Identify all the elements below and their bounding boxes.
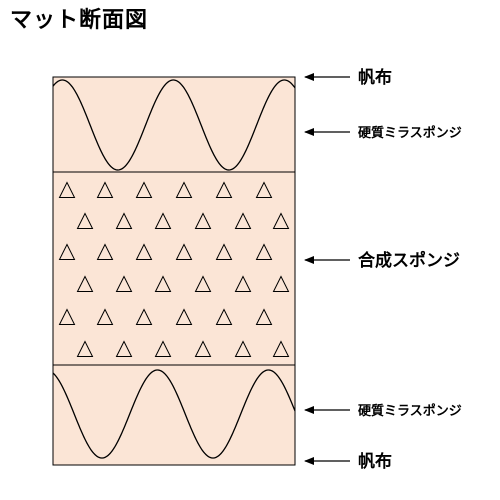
triangle-icon bbox=[115, 275, 133, 292]
triangle-icon bbox=[58, 243, 76, 260]
triangle-icon bbox=[96, 243, 114, 260]
middle-layer-fill bbox=[52, 171, 296, 366]
triangle-icon bbox=[255, 243, 273, 260]
triangle-icon bbox=[272, 212, 290, 229]
triangle-icon bbox=[154, 340, 172, 357]
triangle-pattern bbox=[58, 181, 290, 357]
bottom-layer-fill bbox=[52, 364, 296, 466]
triangle-icon bbox=[215, 243, 233, 260]
label-synthetic-sponge: 合成スポンジ bbox=[358, 250, 460, 271]
triangle-icon bbox=[135, 308, 153, 325]
triangle-icon bbox=[255, 181, 273, 198]
top-layer-fill bbox=[52, 76, 296, 173]
triangle-icon bbox=[76, 212, 94, 229]
top-wave-layer bbox=[52, 76, 296, 173]
triangle-icon bbox=[272, 340, 290, 357]
label-bottom-canvas: 帆布 bbox=[358, 451, 392, 472]
middle-triangle-layer bbox=[52, 171, 296, 366]
triangle-icon bbox=[115, 212, 133, 229]
diagram-title: マット断面図 bbox=[10, 8, 149, 33]
triangle-icon bbox=[194, 340, 212, 357]
triangle-icon bbox=[135, 243, 153, 260]
label-bottom-foam: 硬質ミラスポンジ bbox=[358, 403, 462, 419]
triangle-icon bbox=[234, 212, 252, 229]
bottom-wave-layer bbox=[52, 364, 296, 466]
triangle-icon bbox=[175, 181, 193, 198]
triangle-icon bbox=[96, 308, 114, 325]
triangle-icon bbox=[96, 181, 114, 198]
top-wave-line bbox=[52, 79, 296, 171]
triangle-icon bbox=[194, 212, 212, 229]
triangle-icon bbox=[154, 212, 172, 229]
triangle-icon bbox=[76, 275, 94, 292]
triangle-icon bbox=[135, 181, 153, 198]
triangle-icon bbox=[175, 243, 193, 260]
triangle-icon bbox=[175, 308, 193, 325]
triangle-icon bbox=[194, 275, 212, 292]
triangle-icon bbox=[58, 181, 76, 198]
triangle-icon bbox=[215, 308, 233, 325]
triangle-icon bbox=[255, 308, 273, 325]
triangle-icon bbox=[234, 275, 252, 292]
triangle-icon bbox=[215, 181, 233, 198]
bottom-wave-line bbox=[52, 369, 296, 459]
triangle-icon bbox=[58, 308, 76, 325]
label-top-canvas: 帆布 bbox=[358, 67, 392, 88]
triangle-icon bbox=[154, 275, 172, 292]
triangle-icon bbox=[76, 340, 94, 357]
triangle-icon bbox=[234, 340, 252, 357]
triangle-icon bbox=[115, 340, 133, 357]
triangle-icon bbox=[272, 275, 290, 292]
label-top-foam: 硬質ミラスポンジ bbox=[358, 125, 462, 141]
